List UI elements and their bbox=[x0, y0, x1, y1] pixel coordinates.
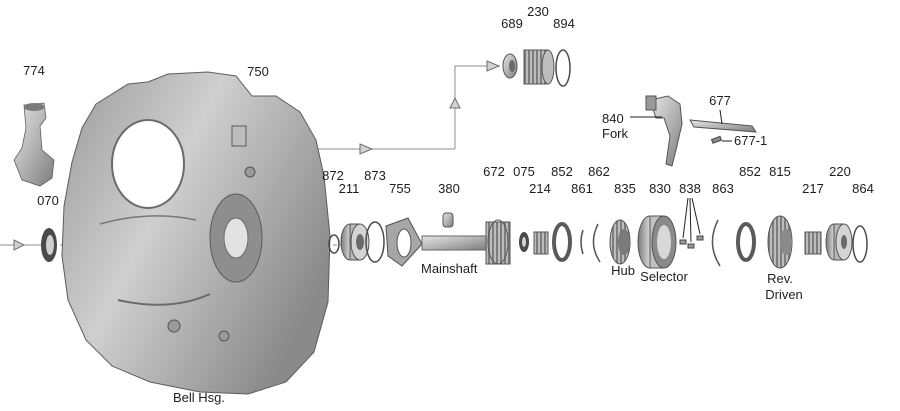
label-hub: Hub bbox=[611, 263, 635, 278]
guide-arrows bbox=[13, 60, 501, 251]
label-840: 840 bbox=[602, 111, 624, 126]
label-835: 835 bbox=[614, 181, 636, 196]
label-380: 380 bbox=[438, 181, 460, 196]
part-075-seal bbox=[519, 232, 529, 252]
label-863: 863 bbox=[712, 181, 734, 196]
label-838: 838 bbox=[679, 181, 701, 196]
leader-lines bbox=[630, 109, 732, 142]
part-672-mainshaft bbox=[421, 219, 511, 265]
label-214: 214 bbox=[529, 181, 551, 196]
label-815: 815 bbox=[769, 164, 791, 179]
part-838-leaders bbox=[682, 197, 701, 243]
label-872: 872 bbox=[322, 168, 344, 183]
part-230-bearing bbox=[523, 49, 555, 85]
part-852-synchro-ring-b bbox=[736, 222, 756, 262]
label-774: 774 bbox=[23, 63, 45, 78]
part-689-seal bbox=[502, 53, 518, 79]
part-677-rod bbox=[689, 119, 757, 133]
label-677-1: 677-1 bbox=[734, 133, 768, 148]
label-217: 217 bbox=[802, 181, 824, 196]
part-894-snap-ring bbox=[555, 49, 571, 87]
label-830: 830 bbox=[649, 181, 671, 196]
part-774-bracket bbox=[13, 102, 55, 187]
label-864: 864 bbox=[852, 181, 874, 196]
label-894: 894 bbox=[553, 16, 575, 31]
part-677-1-pin bbox=[710, 135, 723, 144]
label-672: 672 bbox=[483, 164, 505, 179]
part-862-snap-ring bbox=[592, 223, 601, 263]
label-mainshaft: Mainshaft bbox=[421, 261, 478, 276]
label-230: 230 bbox=[527, 4, 549, 19]
label-fork: Fork bbox=[602, 126, 628, 141]
label-862: 862 bbox=[588, 164, 610, 179]
part-840-fork bbox=[645, 95, 683, 167]
label-075: 075 bbox=[513, 164, 535, 179]
part-815-reverse-driven-gear bbox=[767, 215, 793, 269]
label-bell-housing: Bell Hsg. bbox=[172, 390, 226, 405]
label-driven: Driven bbox=[765, 287, 803, 302]
label-220: 220 bbox=[829, 164, 851, 179]
label-rev: Rev. bbox=[767, 271, 793, 286]
part-863-snap-ring bbox=[711, 219, 721, 267]
part-835-hub bbox=[609, 219, 631, 265]
label-852-a: 852 bbox=[551, 164, 573, 179]
part-838-keys bbox=[679, 235, 704, 249]
part-755-plate bbox=[385, 217, 423, 267]
part-872-snap-ring bbox=[328, 234, 340, 254]
label-211: 211 bbox=[338, 181, 360, 196]
part-750-bell-housing bbox=[61, 71, 331, 395]
label-861: 861 bbox=[571, 181, 593, 196]
label-677: 677 bbox=[709, 93, 731, 108]
part-217-needle-bearing bbox=[804, 231, 822, 255]
label-070: 070 bbox=[37, 193, 59, 208]
part-220-bearing bbox=[825, 223, 853, 261]
part-830-selector bbox=[637, 215, 677, 269]
label-689: 689 bbox=[501, 16, 523, 31]
part-214-needle-bearing bbox=[533, 231, 549, 255]
label-852-b: 852 bbox=[739, 164, 761, 179]
part-864-snap-ring bbox=[852, 225, 868, 263]
label-750: 750 bbox=[247, 64, 269, 79]
part-873-snap-ring bbox=[365, 221, 385, 263]
part-380-pin bbox=[442, 212, 454, 228]
label-755: 755 bbox=[389, 181, 411, 196]
part-861-clip bbox=[580, 229, 584, 255]
part-211-bearing bbox=[340, 223, 370, 261]
part-070-seal bbox=[41, 228, 57, 262]
label-selector: Selector bbox=[640, 269, 688, 284]
label-873: 873 bbox=[364, 168, 386, 183]
part-852-synchro-ring-a bbox=[552, 222, 572, 262]
